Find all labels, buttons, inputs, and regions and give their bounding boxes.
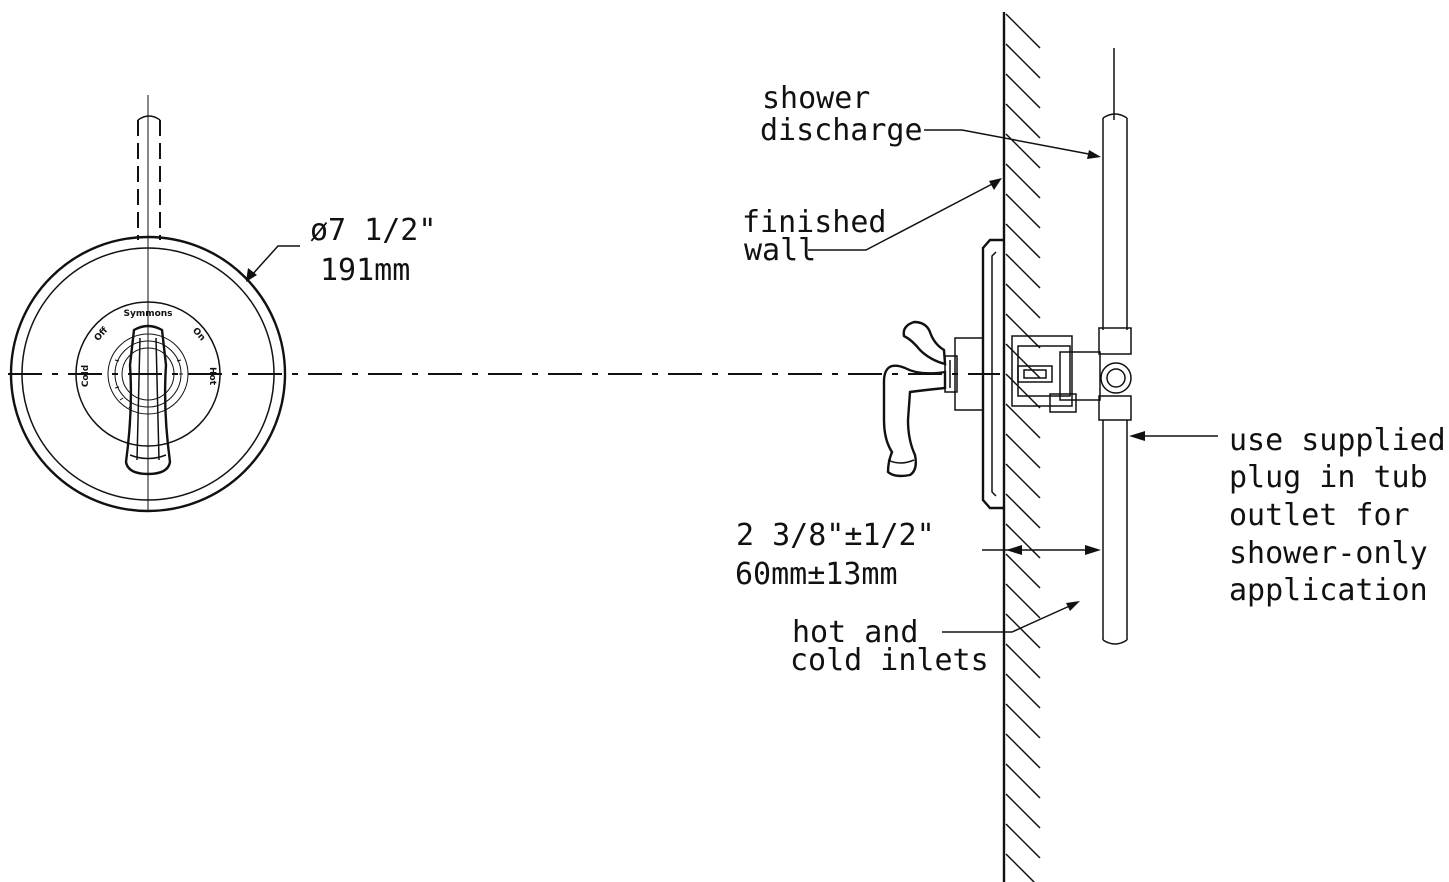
dial-hot-label: Hot (207, 367, 217, 386)
finished-wall-label-line2: wall (744, 233, 816, 268)
hatch-line (1005, 283, 1041, 319)
plug-label-line4: shower-only (1229, 536, 1428, 571)
finished-wall-label-line1: finished (742, 205, 887, 240)
offset-arrow-right (1085, 545, 1101, 555)
dial-off-label: Off (93, 325, 111, 343)
hatch-line (1005, 703, 1041, 739)
hatch-line (1005, 343, 1041, 379)
hatch-line (1005, 463, 1041, 499)
shower-label-line2: discharge (760, 113, 923, 148)
hatch-line (1005, 403, 1041, 439)
hatch-line (1005, 493, 1041, 529)
hatch-line (1005, 823, 1041, 859)
diameter-mm-label: 191mm (320, 253, 410, 288)
plug-label-line5: application (1229, 573, 1428, 608)
side-view: shower discharge finished wall 2 3/8"±1/… (735, 12, 1446, 882)
hatch-line (1005, 103, 1041, 139)
inlets-label-line2: cold inlets (790, 643, 989, 678)
escutcheon-outer-ring (9, 235, 287, 513)
plug-label-line2: plug in tub (1229, 460, 1428, 495)
hatch-line (1005, 763, 1041, 799)
offset-arrow-left (1006, 545, 1022, 555)
shower-discharge-leader (924, 129, 1095, 156)
escutcheon-side-profile (944, 238, 1004, 510)
hatch-line (1005, 163, 1041, 199)
offset-inch-label: 2 3/8"±1/2" (736, 518, 935, 553)
front-shower-pipe (137, 115, 161, 240)
hatch-line (1005, 73, 1041, 109)
hatch-line (1005, 433, 1041, 469)
hatch-line (1005, 43, 1041, 79)
hatch-line (1005, 553, 1041, 589)
inlets-label-line1: hot and (792, 615, 918, 650)
hatch-line (1005, 523, 1041, 559)
diameter-inch-label: ø7 1/2" (310, 213, 436, 248)
hatch-line (1005, 643, 1041, 679)
hatch-line (1005, 853, 1036, 882)
hatch-line (1005, 193, 1041, 229)
hatch-line (1005, 13, 1041, 49)
finished-wall-arrowhead (989, 178, 1002, 190)
hatch-line (1005, 793, 1041, 829)
shower-label-line1: shower (762, 81, 870, 116)
hatch-line (1005, 583, 1041, 619)
escutcheon-inner-ring (21, 247, 275, 501)
hatch-line (1005, 223, 1041, 259)
dial-cold-label: Cold (81, 365, 91, 387)
tub-outlet-pipe (1098, 395, 1132, 645)
inlets-arrowhead (1066, 601, 1080, 611)
inlets-leader (942, 603, 1075, 633)
diameter-arrowhead (246, 268, 257, 282)
hatch-line (1005, 613, 1041, 649)
hatch-line (1005, 733, 1041, 769)
finished-wall-leader (808, 181, 997, 251)
shower-riser-pipe (1098, 48, 1132, 355)
dial-brand-label: Symmons (123, 309, 172, 319)
dial-ticks (113, 359, 183, 409)
plug-label-line1: use supplied (1229, 423, 1446, 458)
hatch-line (1005, 673, 1041, 709)
hatch-line (1005, 253, 1041, 289)
front-lever-handle (124, 324, 172, 476)
front-view: Symmons Off On Cold Hot ø7 1/2" 191mm (8, 95, 1000, 513)
hatch-line (1005, 313, 1041, 349)
side-lever-handle (882, 320, 947, 478)
hatch-line (1005, 373, 1041, 409)
shower-discharge-arrowhead (1087, 150, 1101, 159)
offset-mm-label: 60mm±13mm (735, 557, 898, 592)
plug-arrowhead (1129, 431, 1145, 441)
dial-ring (75, 301, 221, 447)
valve-body (1011, 335, 1132, 413)
diameter-leader (250, 245, 300, 277)
plug-label-line3: outlet for (1229, 498, 1410, 533)
